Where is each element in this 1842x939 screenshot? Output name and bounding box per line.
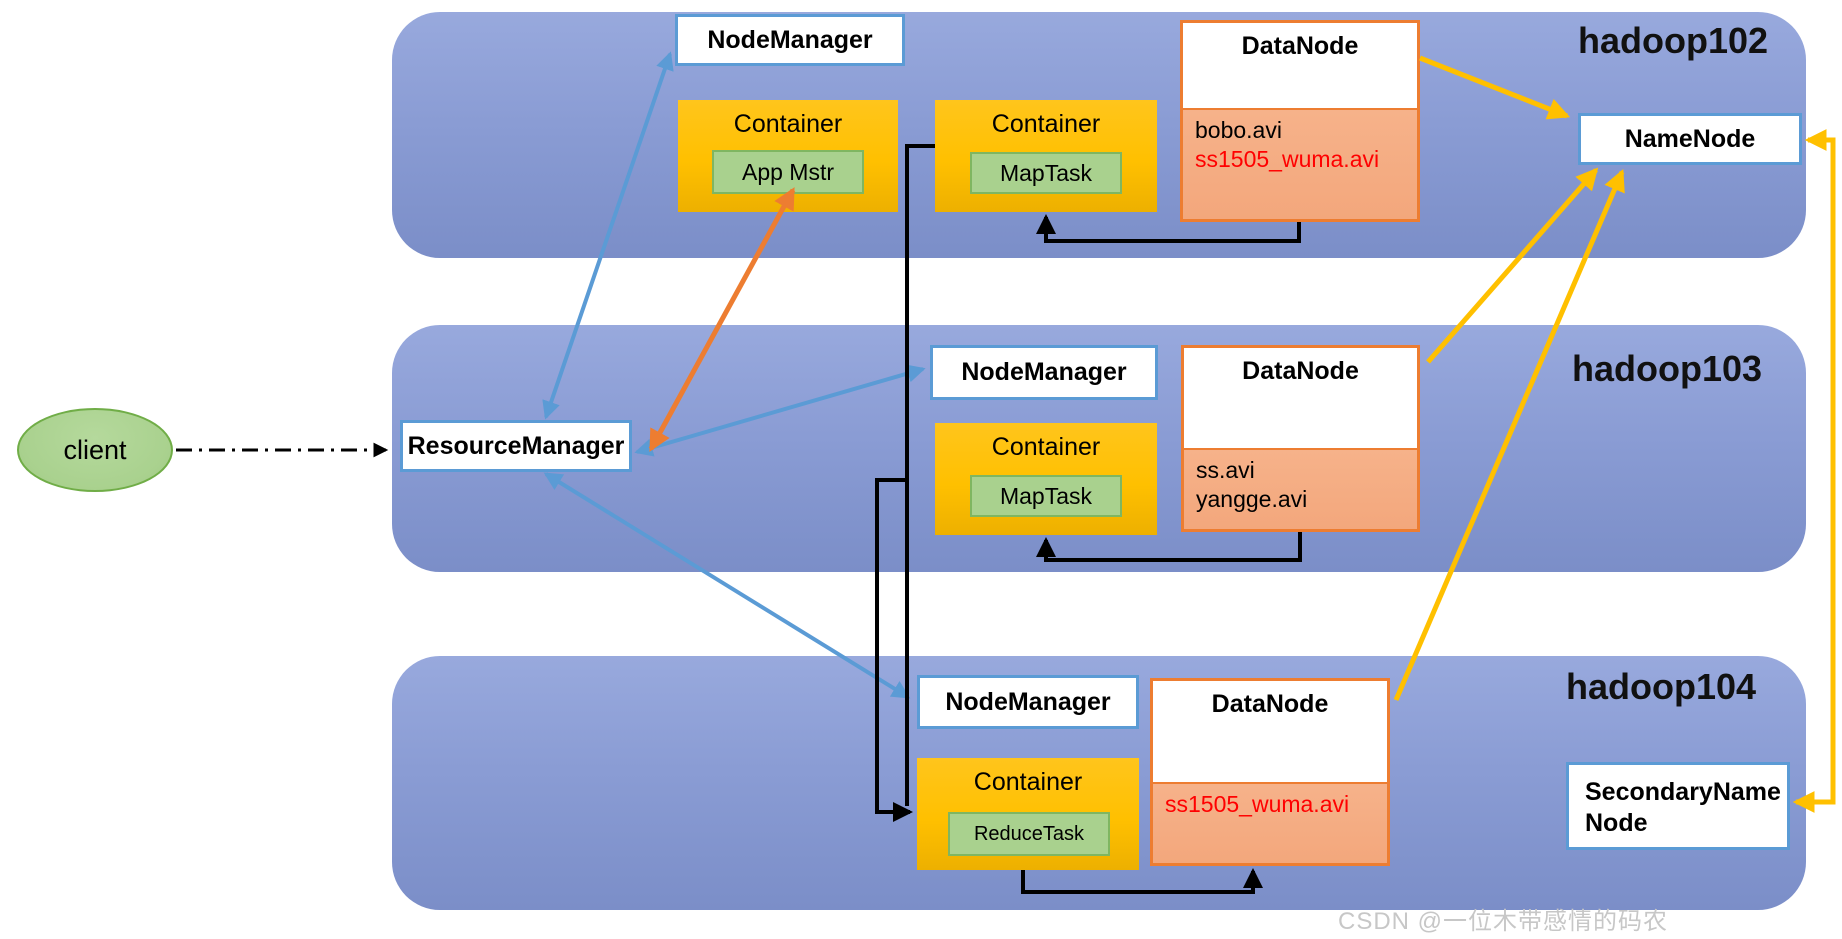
datanode-102-title: DataNode xyxy=(1183,23,1417,108)
file-line: bobo.avi xyxy=(1195,117,1282,143)
datanode-102: DataNode bobo.avi ss1505_wuma.avi xyxy=(1180,20,1420,222)
file-line: yangge.avi xyxy=(1196,486,1308,512)
container-reducetask-104: Container ReduceTask xyxy=(917,758,1139,870)
secondary-namenode-label: SecondaryNameNode xyxy=(1585,778,1781,837)
datanode-104-title: DataNode xyxy=(1153,681,1387,782)
container-appmstr-label: Container xyxy=(733,110,843,138)
nodemanager-label-104: NodeManager xyxy=(945,687,1111,716)
band-title-hadoop104: hadoop104 xyxy=(1566,666,1757,707)
reducetask-104: ReduceTask xyxy=(948,812,1110,856)
datanode-103: DataNode ss.avi yangge.avi xyxy=(1181,345,1420,532)
datanode-104: DataNode ss1505_wuma.avi xyxy=(1150,678,1390,866)
resourcemanager-box: ResourceManager xyxy=(400,420,632,472)
container-appmstr-102: Container App Mstr xyxy=(678,100,898,212)
band-title-hadoop103: hadoop103 xyxy=(1572,348,1763,389)
appmstr-task-label: App Mstr xyxy=(741,158,835,185)
client-node: client xyxy=(17,408,173,492)
nodemanager-label-102: NodeManager xyxy=(707,25,873,54)
secondary-namenode-box: SecondaryNameNode xyxy=(1566,762,1790,850)
file-line: ss1505_wuma.avi xyxy=(1195,146,1380,172)
datanode-102-files: bobo.avi ss1505_wuma.avi xyxy=(1183,108,1417,219)
container-maptask-103-label: Container xyxy=(991,433,1101,461)
nodemanager-box-102: NodeManager xyxy=(675,14,905,66)
client-label: client xyxy=(63,434,127,465)
container-maptask-102: Container MapTask xyxy=(935,100,1157,212)
maptask-103: MapTask xyxy=(970,475,1122,517)
maptask-102: MapTask xyxy=(970,152,1122,194)
file-line: ss.avi xyxy=(1196,457,1255,483)
appmstr-task: App Mstr xyxy=(712,150,864,194)
band-title-hadoop102: hadoop102 xyxy=(1578,20,1769,61)
reducetask-104-label: ReduceTask xyxy=(973,822,1085,845)
namenode-label: NameNode xyxy=(1624,124,1756,153)
watermark: CSDN @一位木带感情的码农 xyxy=(1338,908,1669,935)
container-reducetask-label: Container xyxy=(973,768,1083,796)
container-maptask-102-label: Container xyxy=(991,110,1101,138)
datanode-104-files: ss1505_wuma.avi xyxy=(1153,782,1387,863)
datanode-103-title: DataNode xyxy=(1184,348,1417,448)
container-maptask-103: Container MapTask xyxy=(935,423,1157,535)
datanode-103-files: ss.avi yangge.avi xyxy=(1184,448,1417,529)
nodemanager-label-103: NodeManager xyxy=(961,358,1127,386)
file-line: ss1505_wuma.avi xyxy=(1165,791,1350,817)
namenode-box: NameNode xyxy=(1578,113,1802,165)
maptask-102-label: MapTask xyxy=(999,159,1093,186)
resourcemanager-label: ResourceManager xyxy=(407,431,625,460)
nodemanager-box-103: NodeManager xyxy=(930,345,1158,400)
maptask-103-label: MapTask xyxy=(999,482,1093,509)
nodemanager-box-104: NodeManager xyxy=(917,675,1139,729)
